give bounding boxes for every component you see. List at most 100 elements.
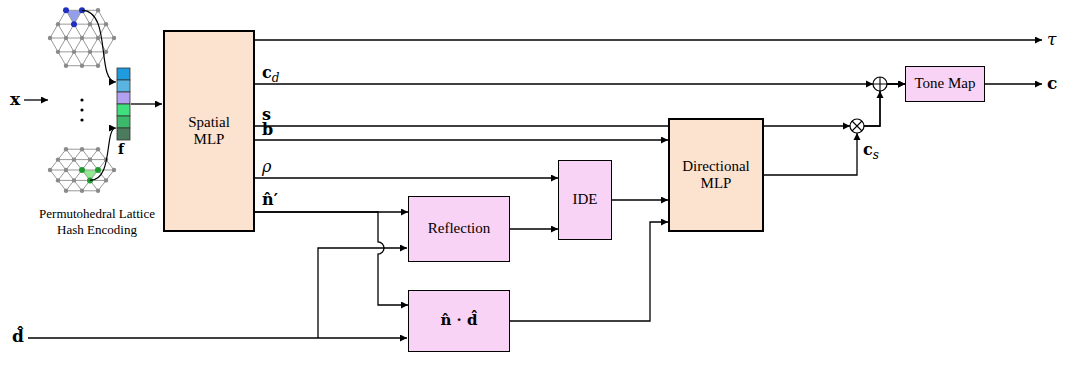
lattice-vertex xyxy=(64,64,68,68)
box-label: Tone Map xyxy=(914,75,975,92)
lattice-vertex xyxy=(48,36,52,40)
signal-symbol: c xyxy=(262,63,272,82)
lattice-vertex xyxy=(96,64,100,68)
lattice-vertex xyxy=(64,36,68,40)
lattice-edge xyxy=(82,24,90,38)
lattice-vertex xyxy=(56,157,60,161)
lattice-vertex xyxy=(96,147,100,151)
lattice-edge xyxy=(90,24,98,38)
process-box: Reflection xyxy=(408,196,510,262)
signal-name: n̂′ xyxy=(262,190,278,209)
lattice-edge xyxy=(58,180,74,181)
lookup-arrow xyxy=(82,10,116,82)
lattice-edge xyxy=(98,10,106,24)
signal-subscript: s xyxy=(873,148,879,162)
vector-symbol: f xyxy=(118,141,124,158)
connector-arrow xyxy=(255,212,408,305)
lattice-vertex xyxy=(64,168,68,172)
operator-symbols xyxy=(843,77,887,140)
lattice-edge xyxy=(74,159,90,160)
mlp-box: Directional MLP xyxy=(668,118,764,232)
lattice-vertex xyxy=(80,36,84,40)
feature-cell xyxy=(117,104,130,116)
lattice-edge xyxy=(58,159,74,160)
lattice-grid xyxy=(48,147,116,193)
feature-cell xyxy=(117,80,130,92)
lattice-edge xyxy=(66,149,82,150)
output-wire xyxy=(255,39,1042,40)
lattice-edge xyxy=(74,52,82,66)
input-symbol: d̂ xyxy=(12,326,24,346)
lattice-vertex xyxy=(72,178,76,182)
arrow-head xyxy=(877,91,884,98)
lattice-vertex xyxy=(95,167,101,173)
lattice-edge xyxy=(66,190,82,191)
lattice-edge xyxy=(106,24,114,38)
connector-group xyxy=(255,84,905,321)
lattice-vertex xyxy=(56,178,60,182)
output-wire xyxy=(985,83,1042,84)
mlp-box: Spatial MLP xyxy=(163,30,255,232)
lattice-edge xyxy=(58,24,66,38)
lattice-vertex xyxy=(80,189,84,193)
lattice-edge xyxy=(82,65,98,66)
lattice-edge xyxy=(66,38,74,52)
lattice-vertex xyxy=(104,178,108,182)
input-wire xyxy=(24,99,48,100)
lattice-vertex xyxy=(72,157,76,161)
product-symbol xyxy=(850,119,864,133)
ellipsis-dot xyxy=(80,98,83,101)
connector-arrow xyxy=(255,84,905,126)
lattice-edge xyxy=(58,38,66,52)
process-box: Tone Map xyxy=(905,66,985,102)
lattice-vertex xyxy=(64,189,68,193)
signal-symbol: c xyxy=(863,140,873,159)
lattice-vertex xyxy=(88,50,92,54)
lattice-edge xyxy=(90,52,98,66)
lattice-edge xyxy=(50,24,58,38)
lookup-arrow xyxy=(90,128,116,180)
lattice-edge xyxy=(66,52,74,66)
lattice-edge xyxy=(74,51,90,52)
lattice-vertex xyxy=(112,168,116,172)
lattice-vertex xyxy=(80,64,84,68)
feature-cell xyxy=(117,68,130,80)
lattice-illustration xyxy=(48,7,116,193)
lattice-vertex xyxy=(88,22,92,26)
lattice-edge xyxy=(74,38,82,52)
ellipsis-dot xyxy=(80,108,83,111)
process-box: IDE xyxy=(558,160,612,240)
connector-arrow xyxy=(255,177,558,178)
feature-vector xyxy=(117,68,130,140)
encoding-caption: Permutohedral Lattice Hash Encoding xyxy=(30,206,164,237)
feature-wire xyxy=(131,103,162,104)
lattice-edge xyxy=(58,52,66,66)
sum-symbol xyxy=(873,77,887,91)
connector-arrow xyxy=(612,199,668,200)
output-symbol: c xyxy=(1047,73,1057,93)
lattice-edge xyxy=(66,65,82,66)
feature-cell xyxy=(117,116,130,128)
lattice-edge xyxy=(66,38,82,39)
lattice-vertex xyxy=(88,157,92,161)
output-symbol: τ xyxy=(1047,29,1056,49)
lattice-edge xyxy=(58,51,74,52)
arrow-head xyxy=(854,133,861,140)
signal-subscript: d xyxy=(272,71,280,85)
connector-arrow xyxy=(255,139,668,140)
lattice-vertex xyxy=(71,21,77,27)
lattice-vertex xyxy=(96,189,100,193)
signal-name: s xyxy=(262,105,271,124)
arrow-head xyxy=(843,123,850,130)
lattice-edge xyxy=(50,38,66,39)
lattice-edge xyxy=(106,38,114,52)
arrow-head xyxy=(866,81,873,88)
ellipsis-dot xyxy=(80,118,83,121)
connector-arrow xyxy=(764,84,905,175)
lattice-vertex xyxy=(72,50,76,54)
process-box: n̂ · d̂ xyxy=(408,290,510,352)
lattice-edge xyxy=(82,52,90,66)
lattice-edge xyxy=(82,38,98,39)
connector-arrow xyxy=(510,228,558,229)
lattice-vertex xyxy=(104,22,108,26)
